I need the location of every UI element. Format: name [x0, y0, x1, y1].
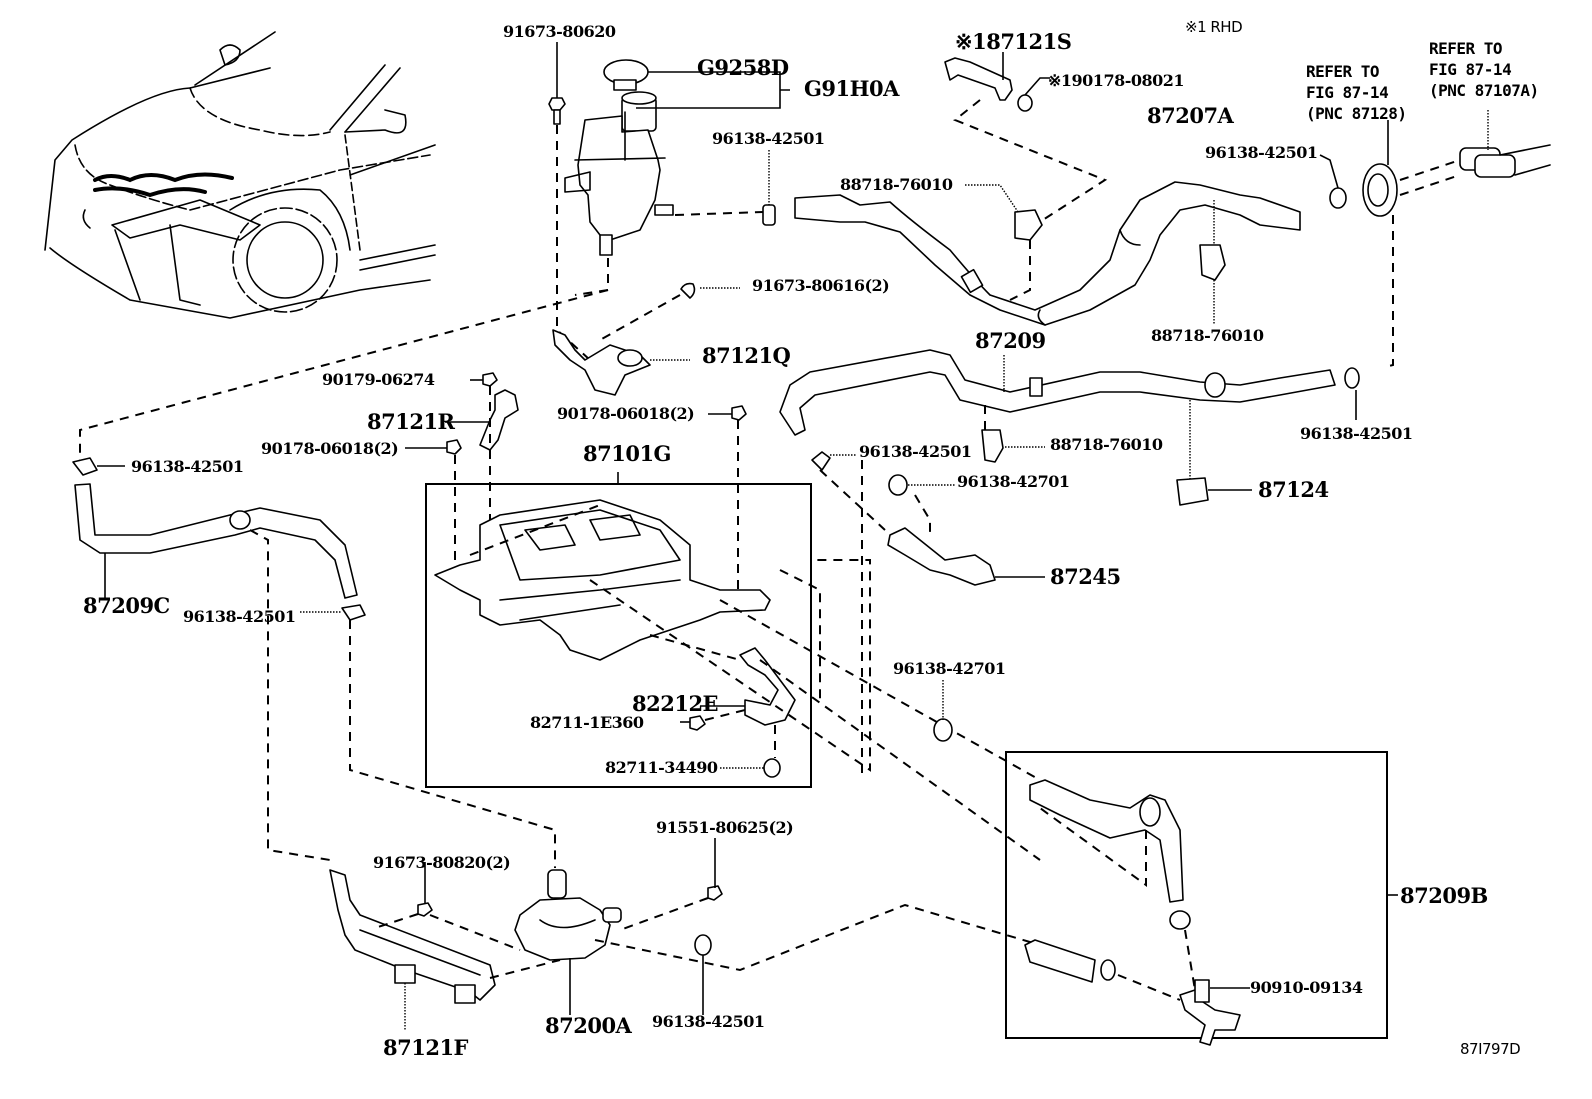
hose-87245-drawing [811, 451, 1045, 775]
part-label-91673-80620[interactable]: 91673-80620 [503, 22, 616, 41]
inverter-drawing [434, 472, 796, 778]
part-label-87121Q[interactable]: 87121Q [702, 343, 791, 368]
part-label-96138-42501[interactable]: 96138-42501 [652, 1012, 765, 1031]
part-label-82212E[interactable]: 82212E [632, 691, 719, 716]
part-label-96138-42501[interactable]: 96138-42501 [859, 442, 972, 461]
part-label-88718-76010[interactable]: 88718-76010 [1050, 435, 1163, 454]
part-label-90910-09134[interactable]: 90910-09134 [1250, 978, 1363, 997]
clip-88718-76010-drawing [965, 184, 1043, 301]
reference-fig-87-14-pnc-87107a[interactable]: REFER TO FIG 87-14 (PNC 87107A) [1429, 38, 1539, 101]
part-label-87101G[interactable]: 87101G [583, 441, 672, 466]
part-label-87207A[interactable]: 87207A [1147, 103, 1234, 128]
part-label-87209C[interactable]: 87209C [83, 593, 170, 618]
part-label-87200A[interactable]: 87200A [545, 1013, 632, 1038]
clamp-part [674, 150, 776, 226]
bracket-87121S-drawing [944, 52, 1108, 226]
figure-id: 87I797D [1460, 1040, 1521, 1058]
part-label-91673-80820[interactable]: 91673-80820(2) [373, 853, 511, 872]
part-label-96138-42501[interactable]: 96138-42501 [1205, 143, 1318, 162]
rhd-note: ※1 RHD [1185, 18, 1243, 36]
part-label-96138-42701[interactable]: 96138-42701 [957, 472, 1070, 491]
part-label-82711-34490[interactable]: 82711-34490 [605, 758, 718, 777]
reference-line: FIG 87-14 [1306, 83, 1389, 102]
part-label-82711-1E360[interactable]: 82711-1E360 [530, 713, 644, 732]
part-label-96138-42501[interactable]: 96138-42501 [183, 607, 296, 626]
part-label-87124[interactable]: 87124 [1258, 477, 1329, 502]
part-label-91673-80616[interactable]: 91673-80616(2) [752, 276, 890, 295]
pump-87200A-drawing [514, 838, 1041, 1015]
part-label-90178-08021[interactable]: ※190178-08021 [1048, 71, 1185, 90]
part-label-87121F[interactable]: 87121F [383, 1035, 468, 1060]
part-label-96138-42501[interactable]: 96138-42501 [131, 457, 244, 476]
part-label-G9258D[interactable]: G9258D [697, 55, 789, 80]
part-label-88718-76010[interactable]: 88718-76010 [840, 175, 953, 194]
part-label-87245[interactable]: 87245 [1050, 564, 1121, 589]
reference-line: (PNC 87107A) [1429, 81, 1539, 100]
hose-87209C-drawing [72, 457, 556, 868]
part-label-87209[interactable]: 87209 [975, 328, 1046, 353]
part-label-96138-42701[interactable]: 96138-42701 [893, 659, 1006, 678]
bracket-87121F-drawing [329, 862, 561, 1030]
reservoir-tank-drawing [548, 42, 790, 361]
part-label-96138-42501[interactable]: 96138-42501 [712, 129, 825, 148]
part-label-87209B[interactable]: 87209B [1400, 883, 1488, 908]
reference-line: REFER TO [1429, 39, 1503, 58]
reference-fig-87-14-pnc-87128[interactable]: REFER TO FIG 87-14 (PNC 87128) [1306, 61, 1407, 124]
hose-87209B-drawing [1024, 779, 1398, 1046]
reference-line: FIG 87-14 [1429, 60, 1512, 79]
hose-87207A-drawing [794, 181, 1301, 326]
part-label-91551-80625[interactable]: 91551-80625(2) [656, 818, 794, 837]
part-label-96138-42501[interactable]: 96138-42501 [1300, 424, 1413, 443]
part-label-88718-76010[interactable]: 88718-76010 [1151, 326, 1264, 345]
clip-88718-76010-right-drawing [1199, 200, 1226, 325]
part-label-G91H0A[interactable]: G91H0A [804, 76, 899, 101]
part-label-90178-06018[interactable]: 90178-06018(2) [261, 439, 399, 458]
bracket-87121Q-drawing [552, 282, 740, 396]
hose-87209-drawing [779, 349, 1360, 506]
reference-line: (PNC 87128) [1306, 104, 1407, 123]
part-label-87121R[interactable]: 87121R [367, 409, 455, 434]
reference-line: REFER TO [1306, 62, 1380, 81]
part-label-87121S[interactable]: ※187121S [955, 29, 1072, 54]
grommet-drawing [1319, 110, 1551, 368]
part-label-90179-06274[interactable]: 90179-06274 [322, 370, 435, 389]
part-label-90178-06018[interactable]: 90178-06018(2) [557, 404, 695, 423]
vehicle-outline-illustration [44, 31, 436, 319]
clamp-96138-42701-drawing [933, 680, 953, 742]
